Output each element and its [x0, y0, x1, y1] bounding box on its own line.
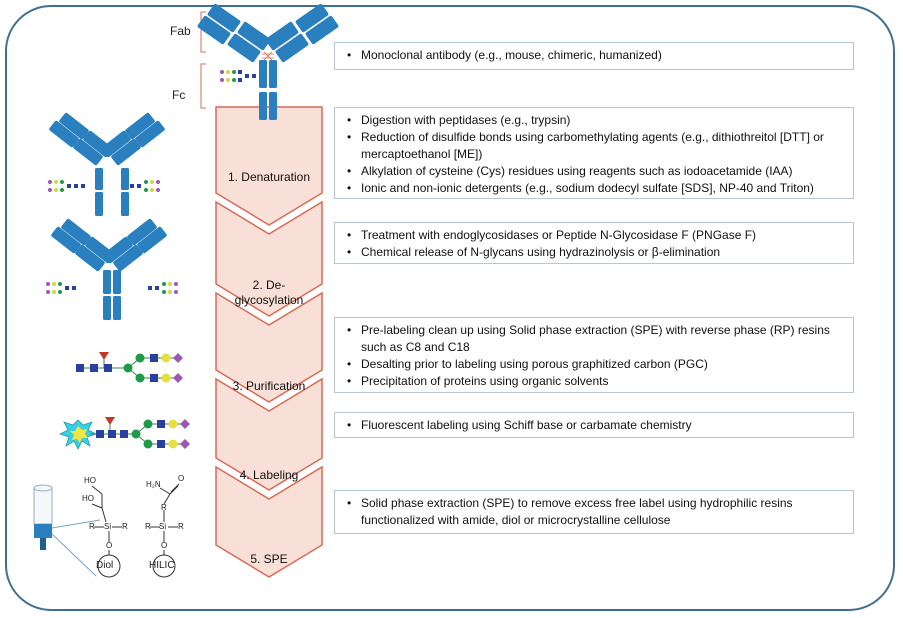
hilic-o-top: O: [178, 474, 185, 483]
diol-oh2: HO: [82, 494, 94, 503]
step-label-denaturation: 1. Denaturation: [227, 170, 311, 184]
bullet-item: Desalting prior to labeling using porous…: [347, 356, 843, 373]
antibody-top-icon: [197, 3, 339, 120]
diol-structure-icon: [91, 485, 122, 578]
diol-si: Si: [104, 522, 112, 531]
step-label-purification: 3. Purification: [232, 379, 306, 393]
bullet-item: Alkylation of cysteine (Cys) residues us…: [347, 163, 843, 180]
antibody-denatured-icon: [48, 112, 165, 216]
chevron-arrows: [215, 106, 323, 578]
diol-r-left: R: [89, 522, 95, 531]
diol-r-right: R: [122, 522, 128, 531]
purification-box: Pre-labeling clean up using Solid phase …: [334, 317, 854, 393]
chevron-purification: [215, 291, 323, 403]
chevron-labeling: [215, 377, 323, 491]
outer-frame: [5, 5, 895, 611]
bullet-item: Solid phase extraction (SPE) to remove e…: [347, 495, 843, 529]
fab-bracket: [200, 11, 206, 53]
labeled-glycan-icon: [58, 417, 190, 450]
diol-name: Diol: [96, 560, 114, 571]
bullet-item: Digestion with peptidases (e.g., trypsin…: [347, 112, 843, 129]
bullet-item: Reduction of disulfide bonds using carbo…: [347, 129, 843, 163]
bullet-item: Chemical release of N-glycans using hydr…: [347, 244, 843, 261]
bullet-item: Fluorescent labeling using Schiff base o…: [347, 417, 843, 434]
step-label-spe: 5. SPE: [250, 552, 288, 566]
hilic-name: HILIC: [149, 560, 175, 571]
bullet-item: Treatment with endoglycosidases or Pepti…: [347, 227, 843, 244]
antibody-deglycosylated-icon: [46, 218, 178, 320]
spe-box: Solid phase extraction (SPE) to remove e…: [334, 490, 854, 534]
bullet-item: Precipitation of proteins using organic …: [347, 373, 843, 390]
chevron-deglycosylation: [215, 200, 323, 317]
denaturation-box: Digestion with peptidases (e.g., trypsin…: [334, 107, 854, 199]
deglycosylation-box: Treatment with endoglycosidases or Pepti…: [334, 222, 854, 264]
spe-cartridge-icon: [33, 484, 101, 577]
step-label-labeling: 4. Labeling: [239, 468, 299, 482]
chevron-spe: [215, 465, 323, 578]
hilic-r-left: R: [145, 522, 151, 531]
hilic-si: Si: [159, 522, 167, 531]
step-label-deglycosylation: 2. De-glycosylation: [234, 278, 304, 307]
chevron-denaturation: [215, 106, 323, 226]
bullet-item: Pre-labeling clean up using Solid phase …: [347, 322, 843, 356]
hilic-nh2: H₂N: [146, 480, 161, 489]
free-glycan-icon: [76, 352, 183, 383]
hilic-structure-icon: [150, 483, 180, 578]
hilic-r-right: R: [178, 522, 184, 531]
hilic-r-mid: R: [161, 503, 167, 512]
antibody-description-box: Monoclonal antibody (e.g., mouse, chimer…: [334, 42, 854, 70]
diol-oh1: HO: [84, 476, 96, 485]
diol-o: O: [106, 541, 113, 550]
fc-bracket: [200, 63, 206, 109]
bullet-item: Monoclonal antibody (e.g., mouse, chimer…: [347, 47, 843, 64]
bullet-item: Ionic and non-ionic detergents (e.g., so…: [347, 180, 843, 197]
hilic-o: O: [161, 541, 168, 550]
fc-label: Fc: [172, 88, 186, 102]
fab-label: Fab: [170, 24, 191, 38]
labeling-box: Fluorescent labeling using Schiff base o…: [334, 412, 854, 438]
